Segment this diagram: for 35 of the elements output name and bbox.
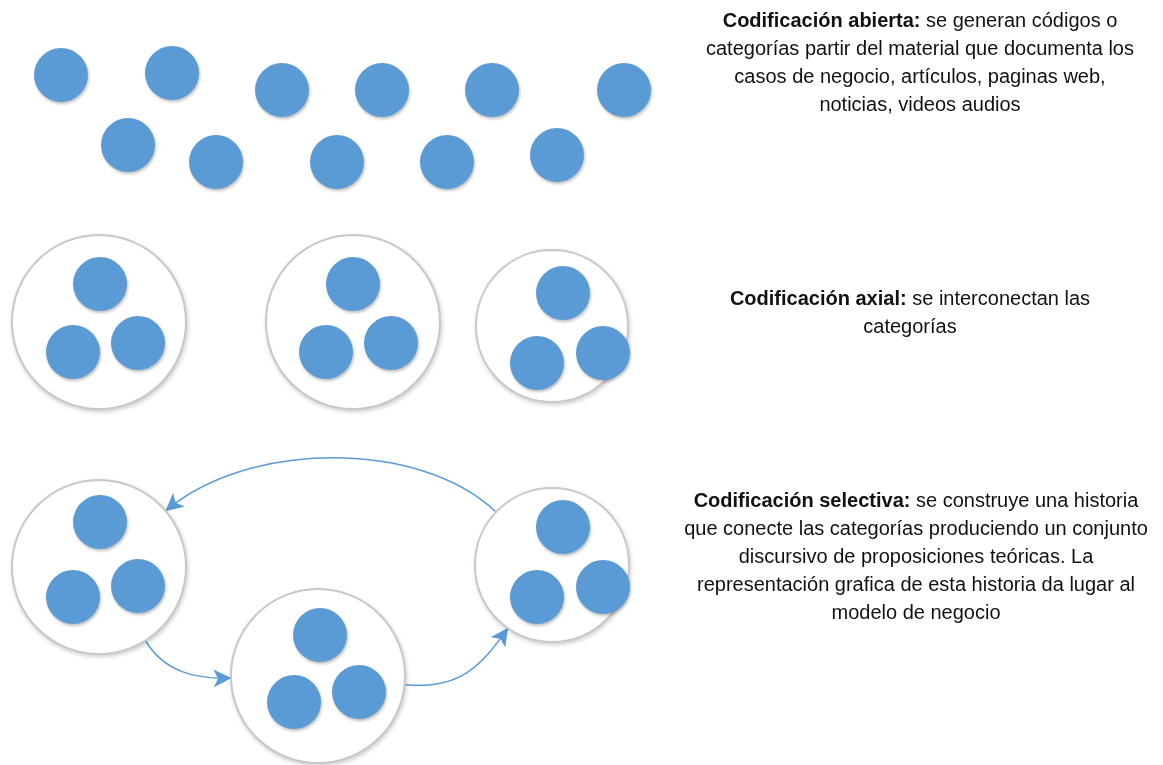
category-dot [34, 48, 88, 102]
category-dot [576, 326, 630, 380]
category-dot [465, 63, 519, 117]
category-dot [73, 495, 127, 549]
category-dot [267, 675, 321, 729]
category-dot [536, 500, 590, 554]
category-dot [101, 118, 155, 172]
category-dot [111, 559, 165, 613]
category-dot [46, 570, 100, 624]
category-dot [189, 135, 243, 189]
category-dot [510, 570, 564, 624]
description-text: Codificación abierta: se generan códigos o categorías partir del material que documenta los casos de negocio, artículos, paginas web, noticias, videos audios [705, 8, 1135, 117]
curved-arrow [145, 640, 232, 688]
category-dot [299, 325, 353, 379]
category-dot [510, 336, 564, 390]
category-dot [530, 128, 584, 182]
category-dot [420, 135, 474, 189]
category-dot [73, 257, 127, 311]
description-text: Codificación axial: se interconectan las categorías [728, 286, 1092, 339]
curved-arrow [165, 456, 497, 513]
category-dot [293, 608, 347, 662]
category-dot [310, 135, 364, 189]
category-dot [46, 325, 100, 379]
category-dot [576, 560, 630, 614]
curved-arrow [404, 627, 509, 687]
category-dot [326, 257, 380, 311]
category-dot [255, 63, 309, 117]
description-text: Codificación selectiva: se construye una historia que conecte las categorías produciendo un conjunto discursivo de proposiciones teóricas. La representación grafica de esta historia da lugar al modelo de negocio [683, 488, 1149, 625]
category-dot [536, 266, 590, 320]
category-dot [355, 63, 409, 117]
category-dot [332, 665, 386, 719]
category-dot [145, 46, 199, 100]
category-dot [364, 316, 418, 370]
category-dot [111, 316, 165, 370]
category-dot [597, 63, 651, 117]
